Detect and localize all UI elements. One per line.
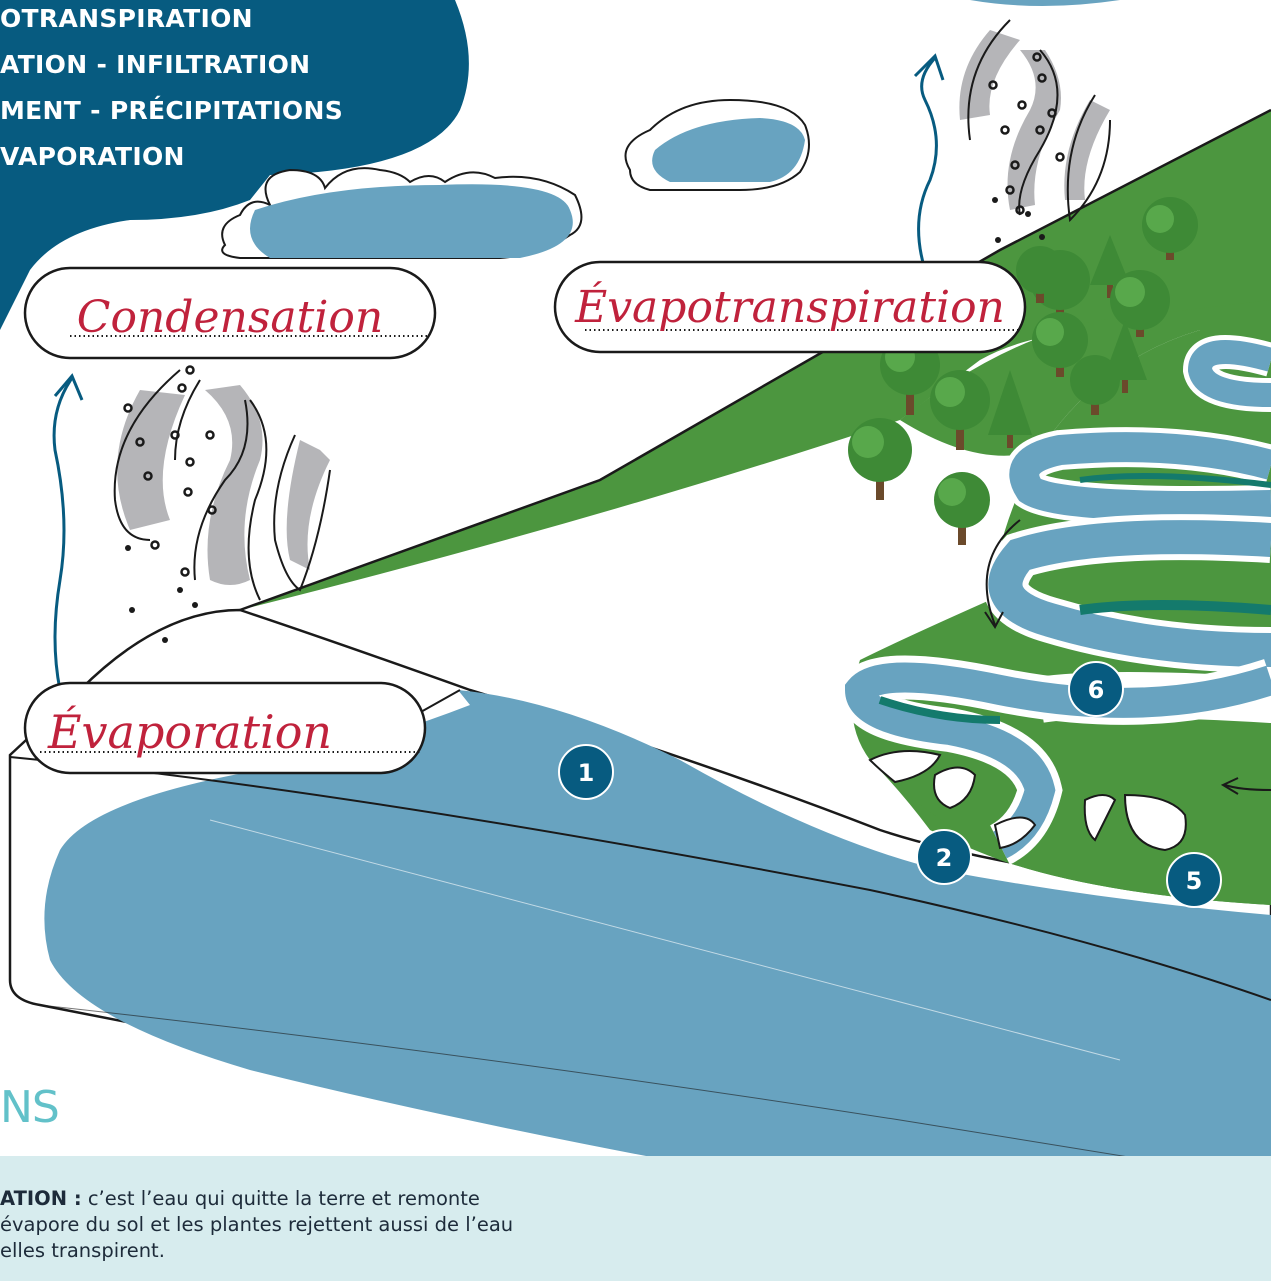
evapotranspiration-label: Évapotranspiration (574, 280, 1005, 333)
curved-arrow-icon (985, 519, 1021, 626)
definition-line-3: elles transpirent. (0, 1239, 165, 1262)
section-heading: NS (0, 1082, 60, 1133)
header-line-4: VAPORATION (0, 142, 185, 171)
steam-droplets (988, 52, 1065, 215)
steam-icon (959, 19, 1111, 223)
island (993, 816, 1037, 850)
fir-tree-icon (988, 370, 1032, 448)
definition-line-1: ATION : c’est l’eau qui quitte la terre … (0, 1187, 480, 1210)
sea-area (44, 690, 1271, 1265)
steam-dots (125, 545, 198, 643)
steam-dots (992, 197, 1045, 243)
tree-icon (1142, 197, 1198, 260)
definition-term: ATION : (0, 1187, 82, 1210)
header-bubble (0, 0, 469, 330)
steam-droplets (123, 365, 217, 577)
header-line-2: ATION - INFILTRATION (0, 50, 311, 79)
svg-text:2: 2 (936, 844, 953, 872)
tree-icon (1070, 355, 1120, 415)
label-condensation: Condensation (23, 266, 437, 360)
marker-2: 2 (916, 829, 972, 885)
left-arrow-icon (1224, 784, 1271, 791)
tree-icon (1032, 312, 1088, 377)
tree-icon (930, 370, 990, 450)
cloud-icon (970, 0, 1120, 6)
header-line-1: OTRANSPIRATION (0, 4, 253, 33)
condensation-label: Condensation (77, 292, 383, 343)
marker-5: 5 (1166, 852, 1222, 908)
up-arrow-icon (917, 56, 938, 271)
tree-icon (1016, 246, 1064, 303)
svg-text:5: 5 (1186, 867, 1203, 895)
definition-box (0, 1156, 1271, 1281)
marker-6: 6 (1068, 661, 1124, 717)
cloud-icon (624, 98, 810, 191)
steam-icon (113, 369, 331, 601)
island (933, 766, 977, 810)
island (868, 750, 942, 784)
definition-text: ATION : c’est l’eau qui quitte la terre … (0, 1186, 640, 1264)
island (1123, 793, 1187, 852)
tree-icon (934, 472, 990, 545)
tree-icon (848, 418, 912, 500)
svg-text:6: 6 (1088, 676, 1105, 704)
svg-text:1: 1 (578, 759, 595, 787)
header-line-3: MENT - PRÉCIPITATIONS (0, 96, 343, 125)
definition-line-2: évapore du sol et les plantes rejettent … (0, 1213, 514, 1236)
tree-icon (1110, 270, 1170, 337)
label-evapotranspiration: Évapotranspiration (553, 260, 1027, 354)
fir-tree-icon (1090, 235, 1130, 298)
cloud-icon (221, 167, 583, 259)
evaporation-label: Évaporation (47, 704, 332, 759)
label-evaporation: Évaporation (23, 681, 427, 775)
up-arrow-icon (52, 377, 74, 691)
island (1083, 794, 1117, 842)
marker-1: 1 (558, 744, 614, 800)
